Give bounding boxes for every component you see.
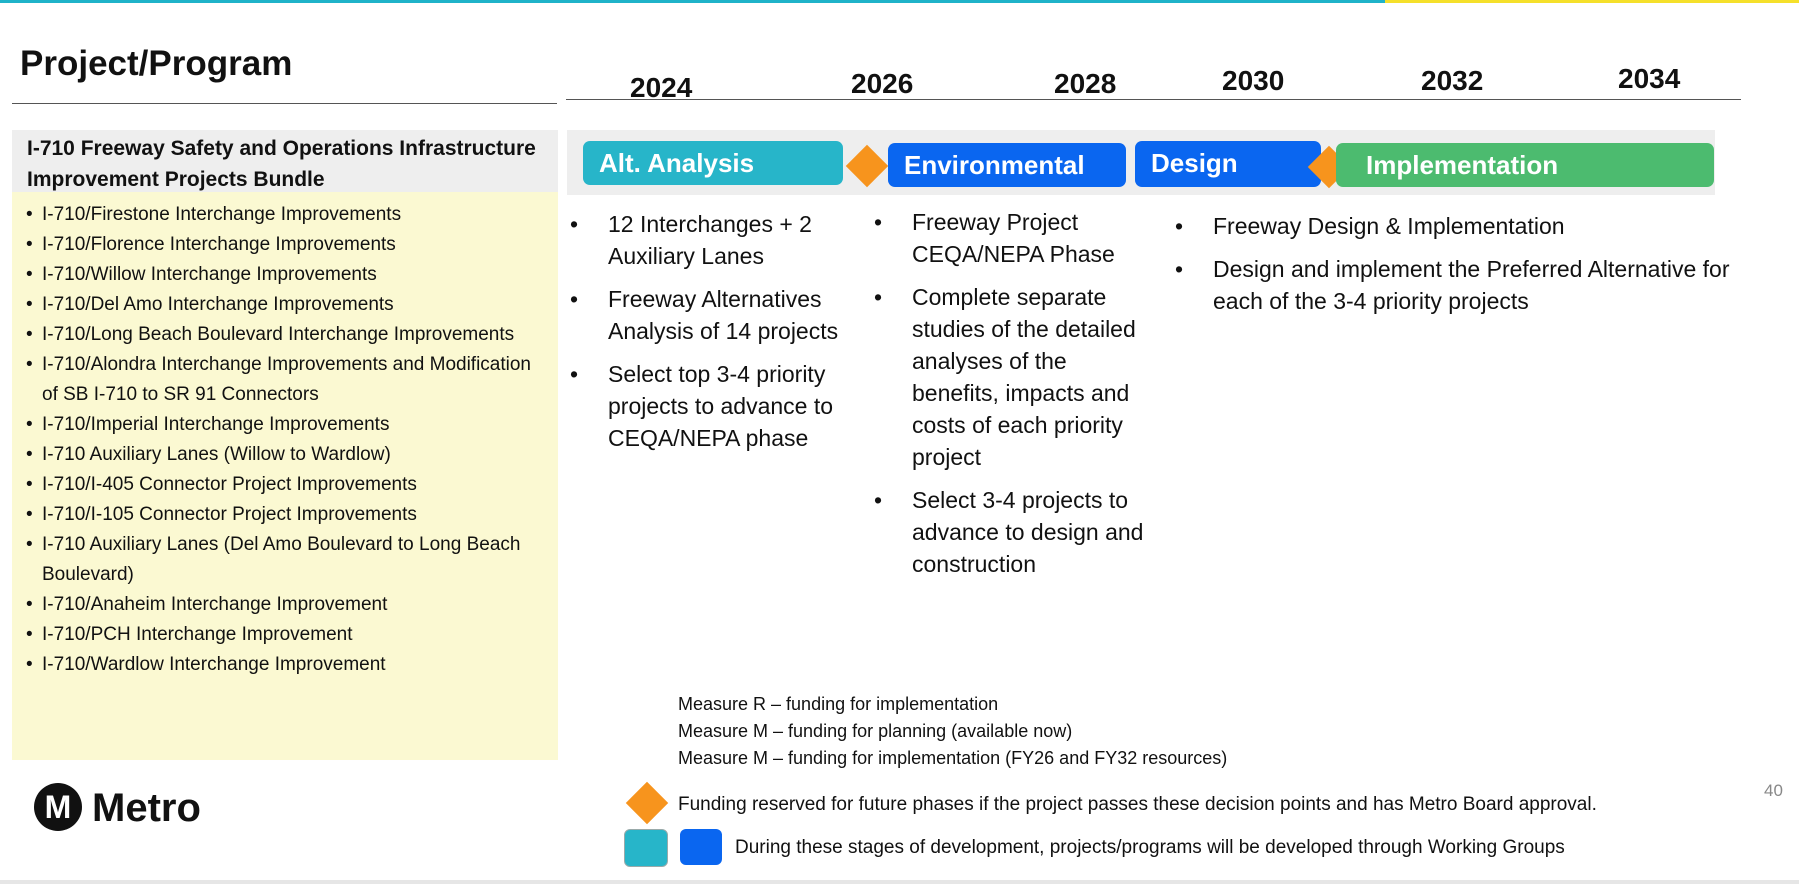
phase-alt-analysis: Alt. Analysis — [583, 141, 843, 185]
measure-r-note: Measure R – funding for implementation — [678, 694, 999, 714]
list-item: Freeway Alternatives Analysis of 14 proj… — [570, 283, 840, 347]
list-item: I-710/PCH Interchange Improvement — [26, 620, 551, 650]
legend-stages-text: During these stages of development, proj… — [735, 837, 1565, 858]
phase-environmental-label: Environmental — [904, 150, 1085, 180]
list-item: I-710/Alondra Interchange Improvements a… — [26, 350, 551, 410]
list-item: Complete separate studies of the detaile… — [874, 281, 1144, 473]
list-item: I-710 Auxiliary Lanes (Del Amo Boulevard… — [26, 530, 551, 590]
list-item: I-710/I-105 Connector Project Improvemen… — [26, 500, 551, 530]
year-2030: 2030 — [1222, 65, 1285, 96]
list-item: 12 Interchanges + 2 Auxiliary Lanes — [570, 208, 840, 272]
project-bundle-panel: I-710 Freeway Safety and Operations Infr… — [12, 130, 558, 760]
legend-diamond-icon — [625, 781, 669, 825]
year-2026: 2026 — [851, 68, 914, 99]
page-title: Project/Program — [20, 44, 293, 83]
list-item: I-710/Firestone Interchange Improvements — [26, 200, 551, 230]
phase-implementation: Implementation — [1336, 143, 1714, 187]
list-item: Freeway Project CEQA/NEPA Phase — [874, 206, 1144, 270]
year-2024: 2024 — [630, 72, 693, 103]
list-item: Select 3-4 projects to advance to design… — [874, 484, 1144, 580]
list-item: Freeway Design & Implementation — [1175, 210, 1735, 242]
legend-blue-square — [680, 829, 722, 865]
design-bullets: Freeway Design & Implementation Design a… — [1175, 210, 1735, 328]
project-list: I-710/Firestone Interchange Improvements… — [26, 200, 551, 680]
list-item: I-710/Imperial Interchange Improvements — [26, 410, 551, 440]
page-number: 40 — [1764, 781, 1783, 800]
metro-logo-icon: M — [34, 783, 82, 831]
metro-logo: M Metro — [34, 783, 244, 833]
list-item: I-710/Anaheim Interchange Improvement — [26, 590, 551, 620]
bottom-bar — [0, 880, 1799, 884]
list-item: I-710/Willow Interchange Improvements — [26, 260, 551, 290]
timeline-divider — [566, 99, 1741, 100]
list-item: I-710 Auxiliary Lanes (Willow to Wardlow… — [26, 440, 551, 470]
year-2034: 2034 — [1618, 63, 1681, 94]
phase-implementation-label: Implementation — [1366, 150, 1559, 180]
environmental-bullets: Freeway Project CEQA/NEPA Phase Complete… — [874, 206, 1144, 591]
list-item: I-710/I-405 Connector Project Improvemen… — [26, 470, 551, 500]
phase-environmental: Environmental — [888, 143, 1126, 187]
list-item: I-710/Del Amo Interchange Improvements — [26, 290, 551, 320]
phase-design-label: Design — [1151, 148, 1238, 178]
alt-analysis-bullets: 12 Interchanges + 2 Auxiliary Lanes Free… — [570, 208, 840, 465]
list-item: I-710/Florence Interchange Improvements — [26, 230, 551, 260]
top-accent-bar-yellow — [1385, 0, 1799, 3]
list-item: Select top 3-4 priority projects to adva… — [570, 358, 840, 454]
phase-design: Design — [1135, 141, 1321, 187]
legend-teal-square — [624, 829, 668, 867]
list-item: I-710/Wardlow Interchange Improvement — [26, 650, 551, 680]
phase-alt-analysis-label: Alt. Analysis — [599, 148, 755, 178]
list-item: Design and implement the Preferred Alter… — [1175, 253, 1735, 317]
list-item: I-710/Long Beach Boulevard Interchange I… — [26, 320, 551, 350]
legend-diamond-text: Funding reserved for future phases if th… — [678, 794, 1597, 815]
title-divider — [12, 103, 557, 104]
top-accent-bar — [0, 0, 1799, 3]
year-2028: 2028 — [1054, 68, 1117, 99]
bundle-title: I-710 Freeway Safety and Operations Infr… — [27, 137, 536, 191]
bundle-header: I-710 Freeway Safety and Operations Infr… — [12, 130, 558, 192]
measure-m-implementation-note: Measure M – funding for implementation (… — [678, 748, 1228, 768]
metro-logo-text: Metro — [92, 786, 201, 830]
year-2032: 2032 — [1421, 65, 1484, 96]
measure-m-planning-note: Measure M – funding for planning (availa… — [678, 721, 1073, 741]
